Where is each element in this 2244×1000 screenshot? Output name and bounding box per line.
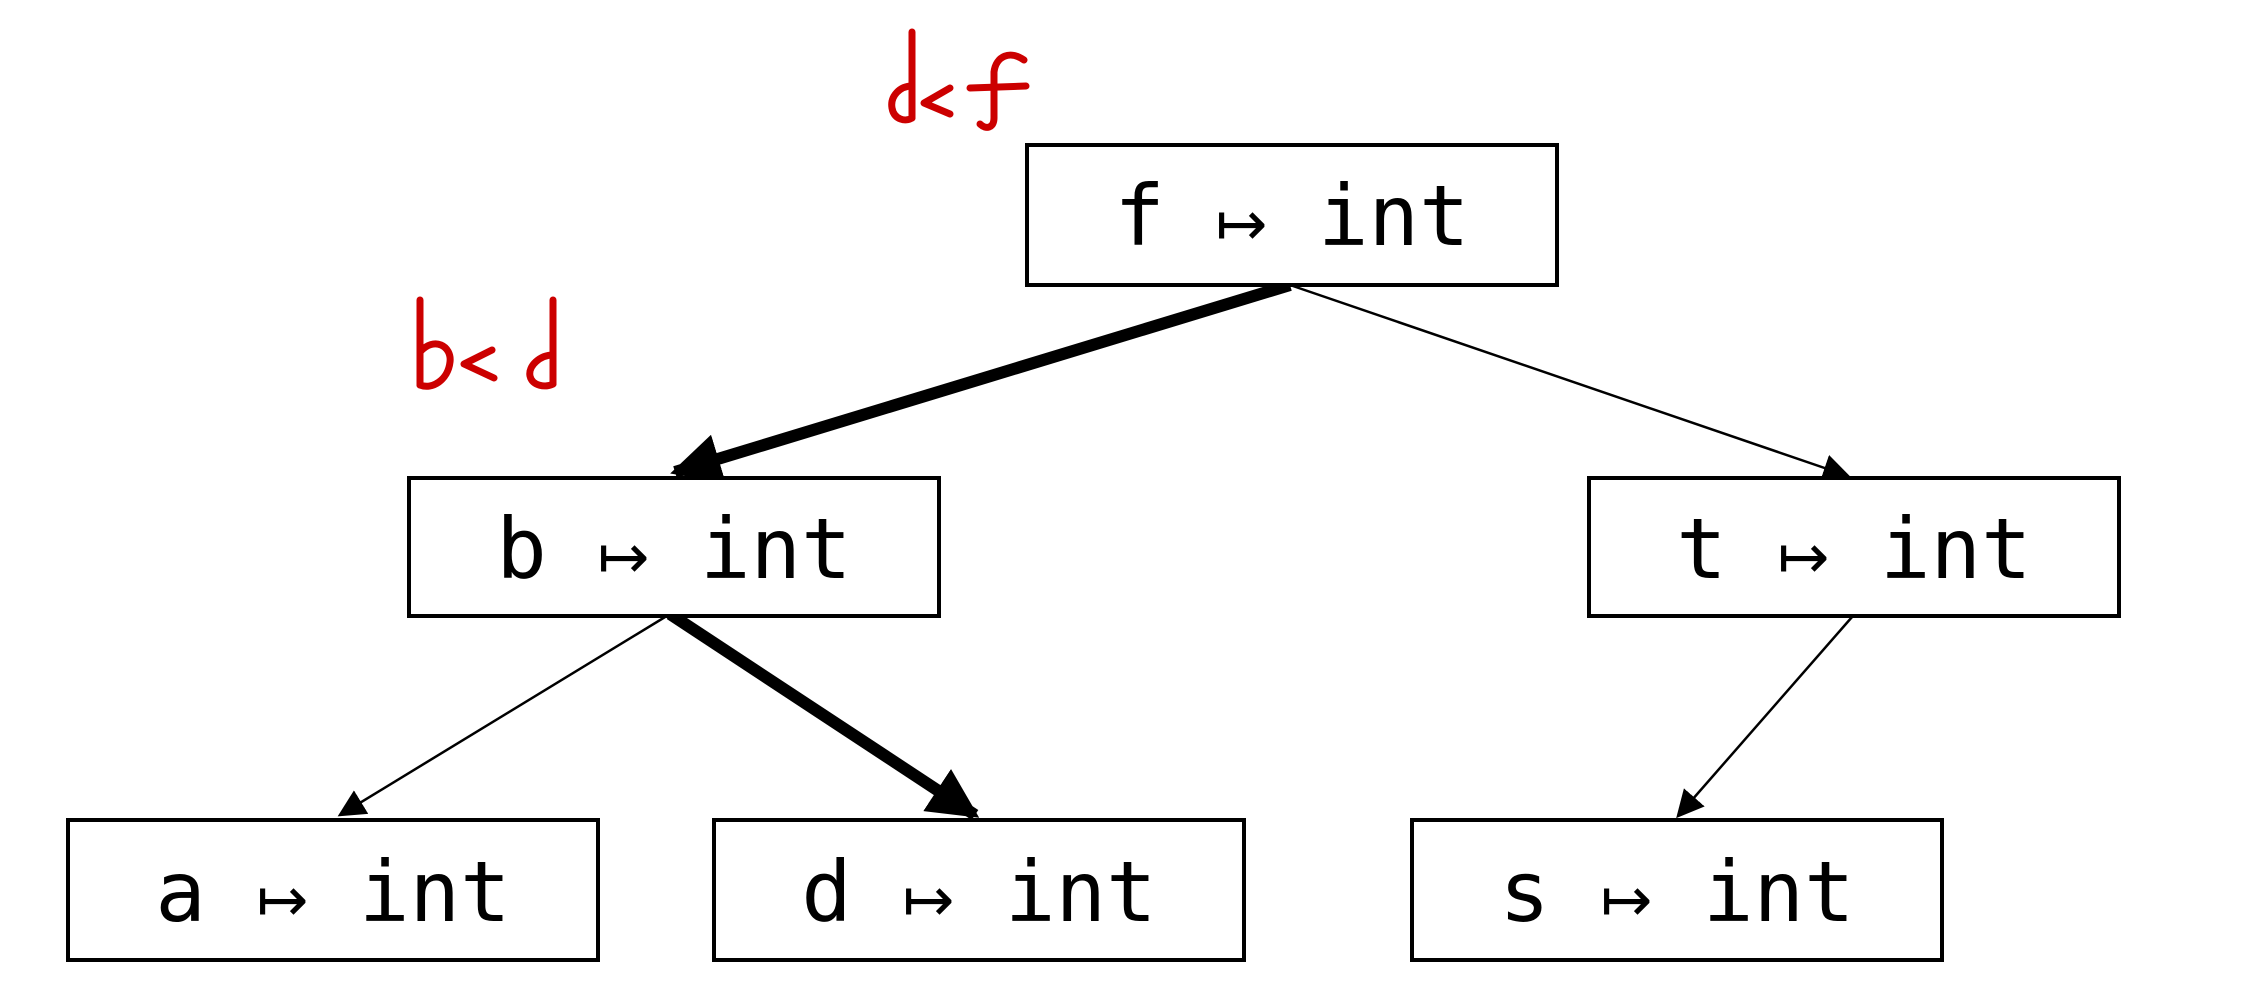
node-value: int: [1703, 843, 1855, 941]
maps-to-symbol: ↦: [1600, 863, 1652, 936]
svg-text:a ↦ int: a ↦ int: [155, 843, 510, 941]
maps-to-symbol: ↦: [902, 863, 954, 936]
maps-to-symbol: ↦: [1777, 520, 1829, 593]
edge-f-to-b: [670, 279, 1292, 483]
node-value: int: [1318, 167, 1470, 265]
edge-f-to-t: [1289, 283, 1851, 481]
handwritten-annotation-b-lt-d: [416, 296, 557, 390]
node-value: int: [1880, 500, 2032, 598]
node-key: b: [496, 500, 547, 598]
node-key: d: [801, 843, 852, 941]
tree-node-t: t ↦ int: [1587, 476, 2121, 618]
edge-b-to-d: [666, 608, 980, 821]
node-value: int: [1005, 843, 1157, 941]
tree-node-b: b ↦ int: [407, 476, 941, 618]
node-key: a: [155, 843, 206, 941]
tree-node-f: f ↦ int: [1025, 143, 1559, 287]
svg-text:d ↦ int: d ↦ int: [801, 843, 1156, 941]
maps-to-symbol: ↦: [1215, 187, 1267, 260]
svg-text:f ↦ int: f ↦ int: [1114, 167, 1469, 265]
node-key: f: [1114, 167, 1165, 265]
svg-text:s ↦ int: s ↦ int: [1499, 843, 1854, 941]
node-value: int: [359, 843, 511, 941]
handwritten-annotation-d-lt-f: [888, 28, 1030, 131]
node-value: int: [700, 500, 852, 598]
svg-text:t ↦ int: t ↦ int: [1676, 500, 2031, 598]
node-key: s: [1499, 843, 1550, 941]
node-key: t: [1676, 500, 1727, 598]
edge-t-to-s: [1676, 616, 1853, 819]
edge-b-to-a: [337, 612, 671, 817]
tree-node-s: s ↦ int: [1410, 818, 1944, 962]
maps-to-symbol: ↦: [256, 863, 308, 936]
tree-node-d: d ↦ int: [712, 818, 1246, 962]
tree-node-a: a ↦ int: [66, 818, 600, 962]
svg-text:b ↦ int: b ↦ int: [496, 500, 851, 598]
maps-to-symbol: ↦: [597, 520, 649, 593]
